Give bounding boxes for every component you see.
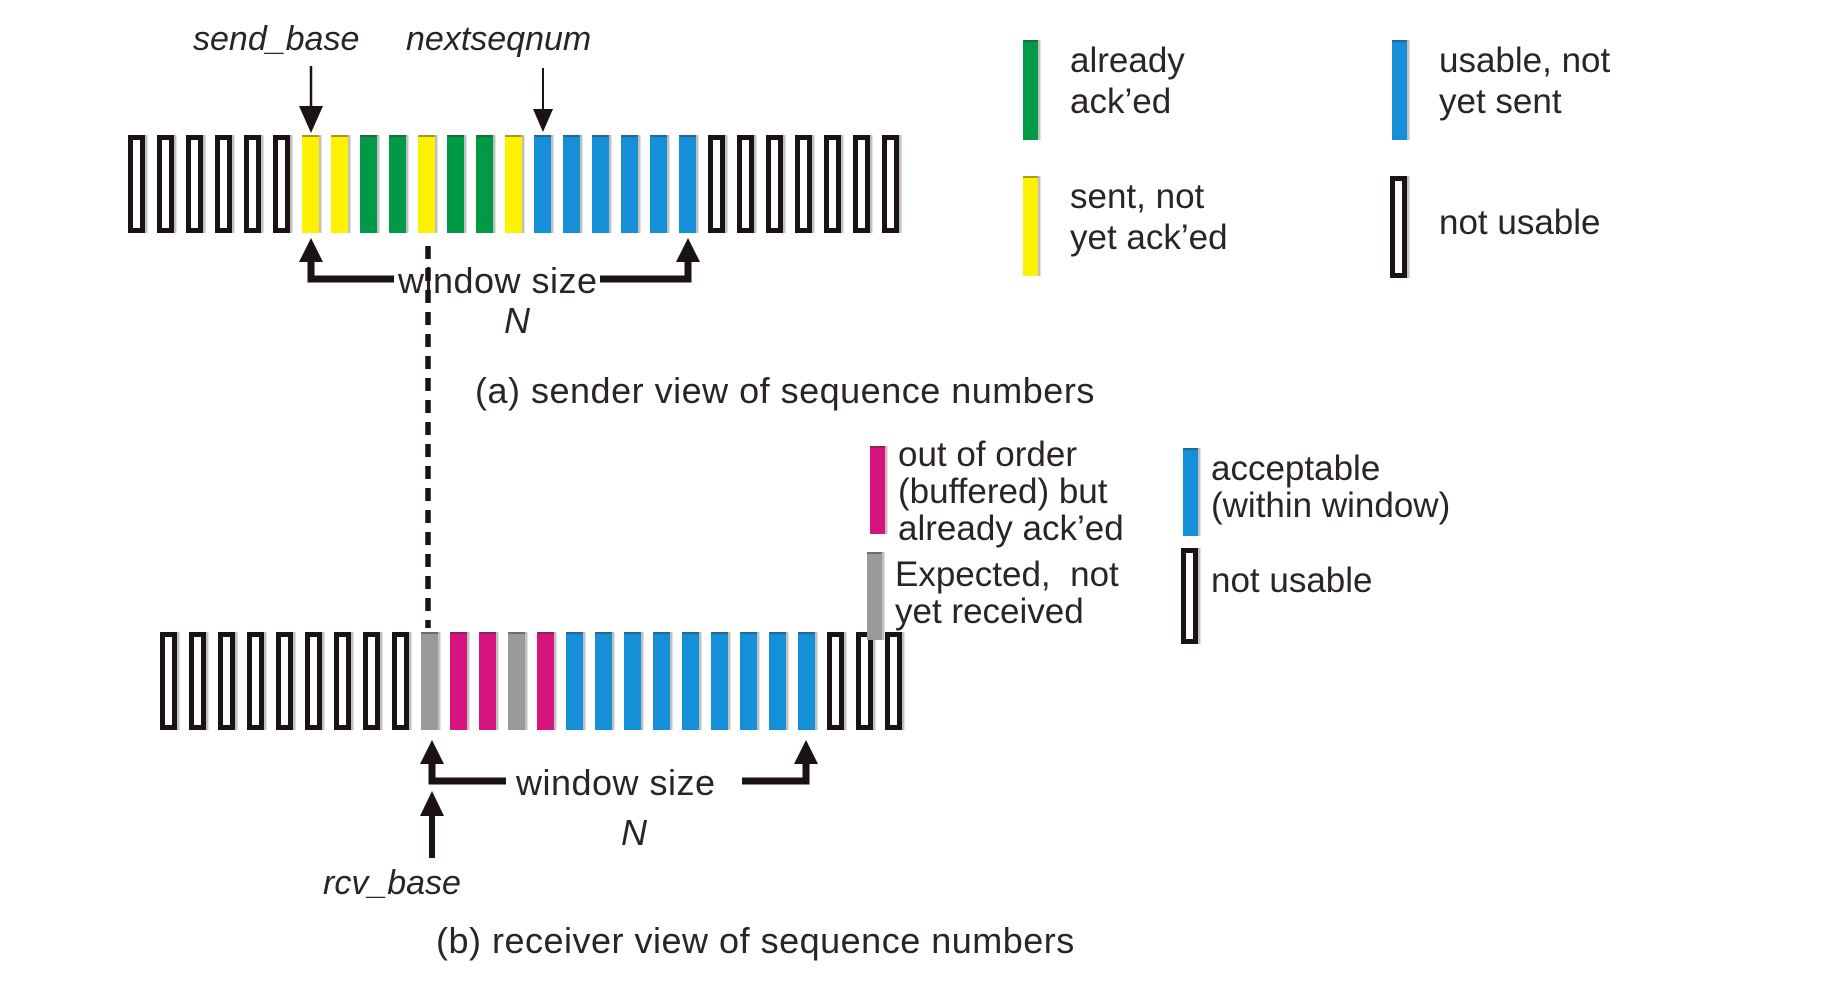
window-size-label-a: window size <box>398 260 598 301</box>
legend-label-out-of-order: out of order (buffered) but already ack’… <box>898 435 1124 548</box>
legend-swatch-open-a <box>1390 176 1407 278</box>
seq-bar-blue <box>592 135 609 233</box>
seq-bar-yellow <box>505 135 522 233</box>
legend-item-sent-not-acked: sent, not yet ack’ed <box>1023 176 1228 276</box>
rcv-base-label: rcv_base <box>323 864 461 902</box>
seq-bar-open <box>795 135 812 233</box>
rcv-base-arrow <box>420 791 444 858</box>
window-n-label-a: N <box>504 300 531 341</box>
legend-swatch-green <box>1023 40 1038 140</box>
seq-bar-blue <box>624 632 641 730</box>
seq-bar-magenta <box>479 632 496 730</box>
seq-bar-blue <box>563 135 580 233</box>
seq-bar-open <box>363 632 380 730</box>
legend-swatch-yellow <box>1023 176 1038 276</box>
legend-label-usable-not-sent: usable, not yet sent <box>1439 41 1611 121</box>
seq-bar-open <box>186 135 203 233</box>
seq-bar-green <box>389 135 406 233</box>
legend-label-acceptable: acceptable (within window) <box>1211 449 1451 525</box>
seq-bar-blue <box>653 632 670 730</box>
seq-bar-blue <box>798 632 815 730</box>
legend-label-not-usable-b: not usable <box>1211 561 1373 600</box>
window-n-label-b: N <box>621 812 648 853</box>
seq-bar-open <box>824 135 841 233</box>
seq-bar-open <box>276 632 293 730</box>
legend-item-not-usable-b: not usable <box>1181 548 1373 644</box>
seq-bar-blue <box>650 135 667 233</box>
seq-bar-blue <box>595 632 612 730</box>
seq-bar-gray <box>421 632 438 730</box>
seq-bar-open <box>247 632 264 730</box>
seq-bar-green <box>360 135 377 233</box>
seq-bar-open <box>189 632 206 730</box>
seq-bar-open <box>737 135 754 233</box>
window-bracket-right-b <box>742 740 818 785</box>
legend-item-acceptable: acceptable (within window) <box>1183 448 1450 536</box>
seq-bar-gray <box>508 632 525 730</box>
legend-swatch-blue-b <box>1183 448 1198 536</box>
seq-bar-magenta <box>537 632 554 730</box>
seq-bar-blue <box>679 135 696 233</box>
nextseqnum-label: nextseqnum <box>406 20 592 58</box>
seq-bar-blue <box>534 135 551 233</box>
window-bracket-left-b <box>420 740 506 785</box>
seq-bar-open <box>218 632 235 730</box>
legend-swatch-blue <box>1392 40 1407 140</box>
seq-bar-open <box>392 632 409 730</box>
seq-bar-yellow <box>418 135 435 233</box>
send-base-label: send_base <box>193 20 360 58</box>
legend-swatch-magenta <box>870 446 885 534</box>
window-bracket-right-a <box>600 238 700 283</box>
seq-bar-open <box>160 632 177 730</box>
seq-bar-open <box>708 135 725 233</box>
seq-bar-open <box>157 135 174 233</box>
seq-bar-green <box>476 135 493 233</box>
legend-label-expected: Expected, not yet received <box>895 555 1119 631</box>
seq-bar-open <box>827 632 844 730</box>
seq-bar-open <box>305 632 322 730</box>
seq-bar-blue <box>711 632 728 730</box>
sender-caption: (a) sender view of sequence numbers <box>475 370 1095 411</box>
seq-bar-blue <box>682 632 699 730</box>
legend-item-out-of-order: out of order (buffered) but already ack’… <box>870 436 1124 547</box>
legend-label-sent-not-acked: sent, not yet ack’ed <box>1070 177 1228 257</box>
seq-bar-open <box>215 135 232 233</box>
seq-bar-open <box>334 632 351 730</box>
seq-bar-open <box>128 135 145 233</box>
seq-bar-open <box>882 135 899 233</box>
seq-bar-yellow <box>302 135 319 233</box>
sender-sequence-row <box>128 135 899 233</box>
legend-item-already-acked: already ack’ed <box>1023 40 1185 140</box>
seq-bar-open <box>885 632 902 730</box>
legend-swatch-gray <box>867 552 882 640</box>
receiver-sequence-row <box>160 632 902 730</box>
seq-bar-green <box>447 135 464 233</box>
window-size-label-b: window size <box>516 762 716 803</box>
legend-label-already-acked: already ack’ed <box>1070 41 1185 121</box>
nextseqnum-arrow <box>533 68 553 132</box>
seq-bar-blue <box>740 632 757 730</box>
seq-bar-open <box>856 632 873 730</box>
seq-bar-open <box>766 135 783 233</box>
seq-bar-magenta <box>450 632 467 730</box>
legend-item-usable-not-sent: usable, not yet sent <box>1392 40 1610 140</box>
receiver-caption: (b) receiver view of sequence numbers <box>436 920 1075 961</box>
legend-item-not-usable-a: not usable <box>1390 176 1601 278</box>
legend-label-not-usable-a: not usable <box>1439 203 1601 242</box>
window-bracket-left-a <box>299 238 394 283</box>
send-base-arrow <box>299 66 323 133</box>
seq-bar-blue <box>769 632 786 730</box>
legend-item-expected: Expected, not yet received <box>867 552 1119 640</box>
seq-bar-blue <box>621 135 638 233</box>
seq-bar-open <box>853 135 870 233</box>
seq-bar-blue <box>566 632 583 730</box>
seq-bar-yellow <box>331 135 348 233</box>
seq-bar-open <box>244 135 261 233</box>
legend-swatch-open-b <box>1181 548 1198 644</box>
seq-bar-open <box>273 135 290 233</box>
